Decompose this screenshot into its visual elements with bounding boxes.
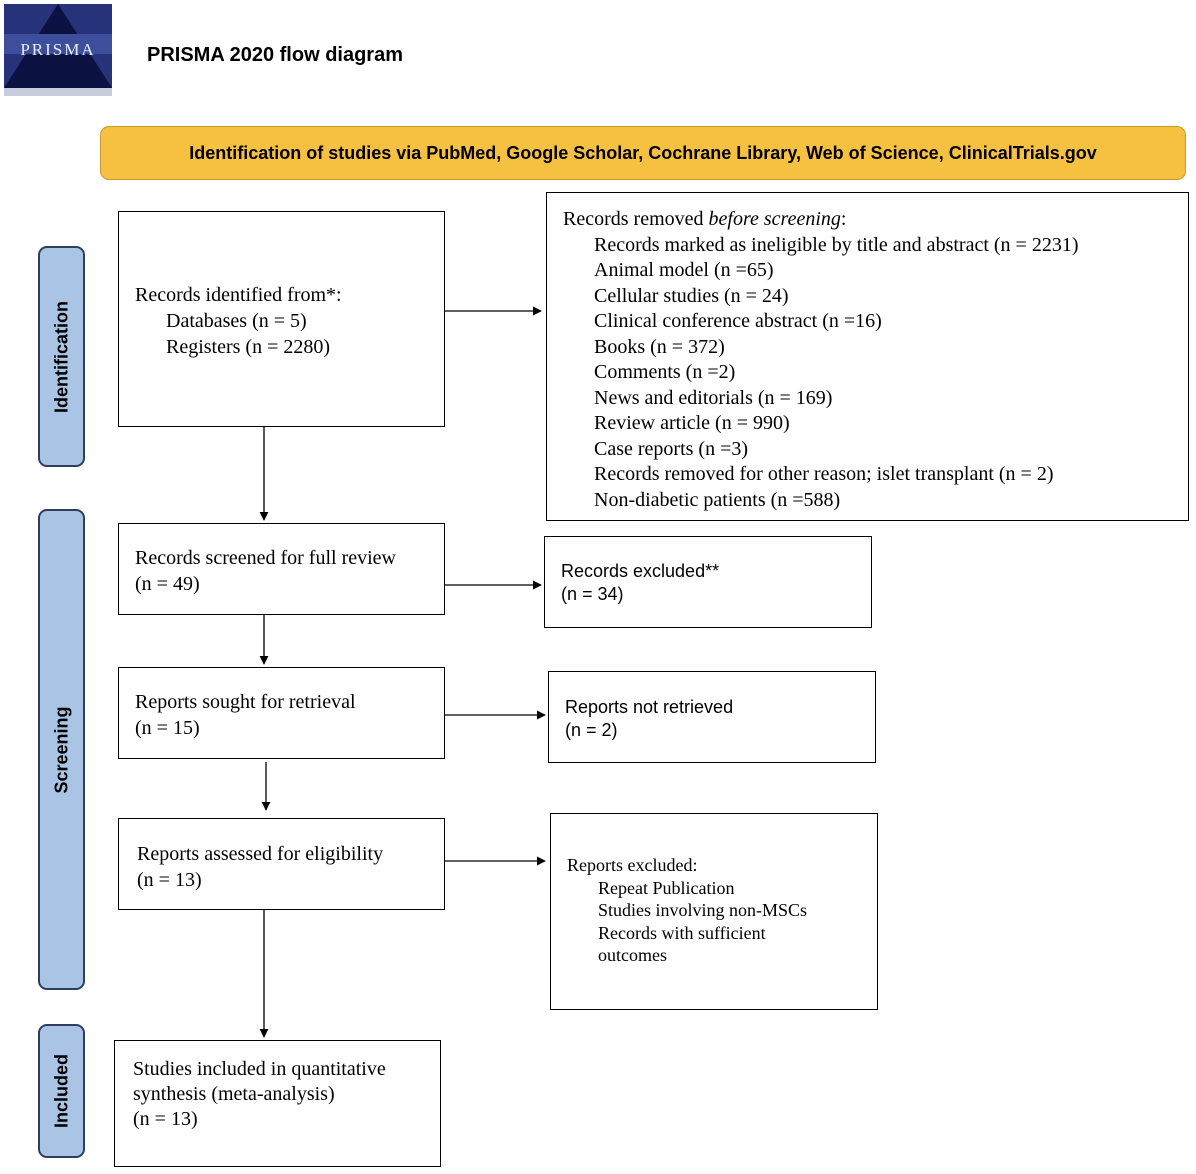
records-removed-heading: Records removed before screening:	[563, 207, 1188, 233]
records-removed-heading-prefix: Records removed	[563, 208, 709, 230]
identification-banner: Identification of studies via PubMed, Go…	[100, 126, 1186, 180]
reports-excluded-item: Records with sufficient	[598, 922, 766, 943]
records-screened-box: Records screened for full review (n = 49…	[118, 523, 445, 615]
phase-included: Included	[38, 1024, 85, 1158]
reports-not-retrieved-label: Reports not retrieved	[565, 697, 734, 717]
reports-assessed-label: Reports assessed for eligibility	[137, 843, 384, 865]
records-removed-box: Records removed before screening: Record…	[546, 192, 1189, 521]
studies-included-count: (n = 13)	[133, 1108, 198, 1130]
records-removed-heading-suffix: :	[840, 208, 847, 230]
removed-item: Books (n = 372)	[594, 335, 725, 358]
records-screened-count: (n = 49)	[135, 573, 200, 595]
reports-assessed-box: Reports assessed for eligibility (n = 13…	[118, 818, 445, 910]
reports-excluded-heading: Reports excluded:	[567, 855, 698, 875]
reports-excluded-item: outcomes	[598, 945, 667, 965]
removed-item: Clinical conference abstract (n =16)	[594, 310, 882, 332]
records-identified-databases: Databases (n = 5)	[166, 310, 307, 332]
studies-included-line1: Studies included in quantitative	[133, 1058, 386, 1080]
reports-not-retrieved-box: Reports not retrieved (n = 2)	[548, 671, 876, 763]
records-excluded-count: (n = 34)	[561, 584, 624, 604]
studies-included-line2: synthesis (meta-analysis)	[133, 1083, 335, 1105]
reports-sought-count: (n = 15)	[135, 717, 200, 739]
removed-item: Records marked as ineligible by title an…	[594, 233, 1079, 256]
reports-not-retrieved-count: (n = 2)	[565, 720, 618, 740]
removed-item: Non-diabetic patients (n =588)	[594, 488, 841, 511]
records-identified-heading: Records identified from*:	[135, 284, 342, 306]
studies-included-box: Studies included in quantitative synthes…	[114, 1040, 441, 1167]
reports-excluded-item: Repeat Publication	[598, 877, 735, 898]
phase-screening: Screening	[38, 509, 85, 990]
records-screened-label: Records screened for full review	[135, 547, 396, 569]
removed-item: Case reports (n =3)	[594, 437, 749, 460]
records-identified-box: Records identified from*: Databases (n =…	[118, 211, 445, 427]
prisma-logo: PRISMA	[4, 4, 112, 96]
removed-item: Records removed for other reason; islet …	[594, 463, 1054, 485]
removed-item: Cellular studies (n = 24)	[594, 284, 789, 307]
prisma-logo-graphic	[4, 4, 112, 96]
reports-assessed-count: (n = 13)	[137, 869, 202, 891]
records-removed-heading-italic: before screening	[708, 208, 841, 230]
records-excluded-box: Records excluded** (n = 34)	[544, 536, 872, 628]
phase-identification: Identification	[38, 246, 85, 467]
records-excluded-label: Records excluded**	[561, 561, 720, 581]
reports-excluded-box: Reports excluded: Repeat Publication Stu…	[550, 813, 878, 1010]
removed-item: News and editorials (n = 169)	[594, 386, 833, 409]
reports-sought-box: Reports sought for retrieval (n = 15)	[118, 667, 445, 759]
removed-item: Comments (n =2)	[594, 361, 736, 383]
prisma-logo-text: PRISMA	[20, 40, 96, 59]
reports-excluded-item: Studies involving non-MSCs	[598, 900, 808, 920]
removed-item: Review article (n = 990)	[594, 412, 790, 434]
removed-item: Animal model (n =65)	[594, 259, 774, 281]
reports-sought-label: Reports sought for retrieval	[135, 691, 356, 713]
page-title: PRISMA 2020 flow diagram	[147, 44, 403, 66]
records-identified-registers: Registers (n = 2280)	[166, 336, 331, 358]
